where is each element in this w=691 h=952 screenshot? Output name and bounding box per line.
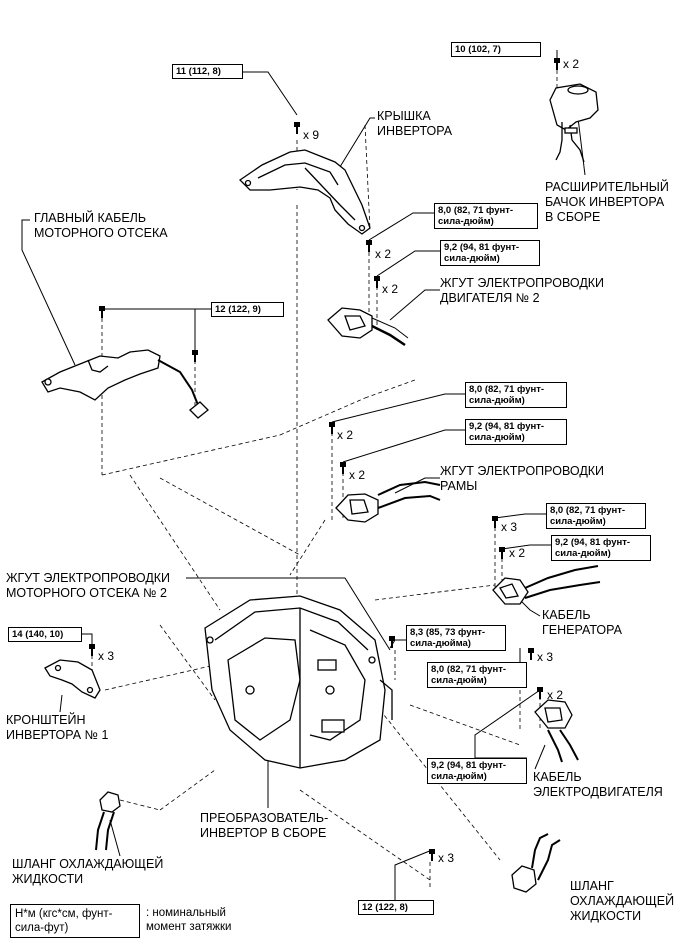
motor-cable-part [534,699,579,763]
torque-box-tank: 10 (102, 7) [451,42,541,57]
torque-box-engine-harness-9: 9,2 (94, 81 фунт-сила-дюйм) [440,240,540,266]
coolant-hose-right-part [511,833,561,893]
inverter-bracket-part [44,659,101,699]
qty-motor-8: x 3 [537,650,554,664]
qty-motor-9: x 2 [547,688,564,702]
torque-box-cover: 11 (112, 8) [172,64,243,79]
torque-box-bracket: 14 (140, 10) [8,627,82,642]
torque-box-frame-harness-8: 8,0 (82, 71 фунт-сила-дюйм) [465,382,567,408]
qty-generator-9: x 2 [509,546,526,560]
torque-box-frame-harness-9: 9,2 (94, 81 фунт-сила-дюйм) [465,419,567,445]
torque-box-engine-harness-8: 8,0 (82, 71 фунт-сила-дюйм) [434,203,538,229]
generator-cable-part [492,565,601,605]
qty-engine-harness-9: x 2 [382,282,399,296]
qty-bracket: x 3 [98,649,115,663]
coolant-hose-left-part [95,791,121,851]
qty-engine-harness-8: x 2 [375,247,392,261]
torque-box-main-cable: 12 (122, 9) [211,302,284,317]
qty-generator-8: x 3 [501,520,518,534]
main-cable-part [41,349,209,419]
qty-frame-harness-9: x 2 [349,468,366,482]
qty-bottom: x 3 [438,851,455,865]
torque-box-motor-9: 9,2 (94, 81 фунт-сила-дюйм) [427,758,527,784]
converter-inverter-part [204,595,393,769]
legend-unit-box: Н*м (кгс*см, фунт-сила-фут) [10,904,140,938]
qty-cover: x 9 [303,128,320,142]
torque-box-motor-8: 8,0 (82, 71 фунт-сила-дюйм) [427,662,527,688]
torque-box-8-3: 8,3 (85, 73 фунт-сила-дюйма) [406,625,506,651]
dashed-assembly-lines [91,70,558,890]
torque-box-generator-9: 9,2 (94, 81 фунт-сила-дюйм) [551,535,651,561]
qty-tank: x 2 [563,57,580,71]
expansion-tank-part [549,83,599,163]
torque-box-bottom: 12 (122, 8) [358,900,434,915]
engine-harness-part [327,307,409,347]
torque-box-generator-8: 8,0 (82, 71 фунт-сила-дюйм) [546,503,646,529]
qty-frame-harness-8: x 2 [337,428,354,442]
label-converter-inverter: ПРЕОБРАЗОВАТЕЛЬ-ИНВЕРТОР В СБОРЕ [200,811,329,840]
frame-harness-part [335,480,441,523]
inverter-cover-part [238,149,371,235]
